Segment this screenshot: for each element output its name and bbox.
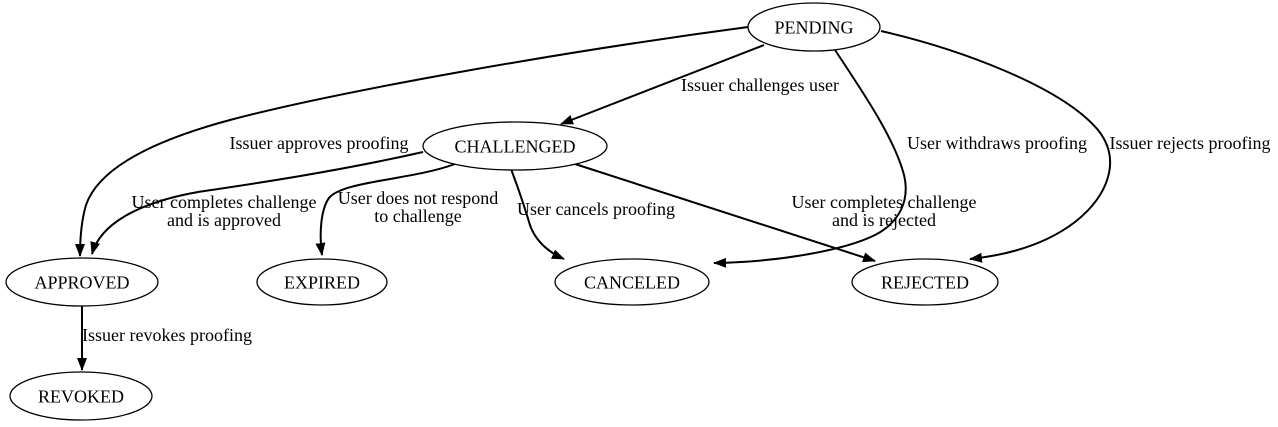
state-ellipse-expired [256,258,388,306]
edge-label-challenged-expired: User does not respond [338,188,498,208]
nodes-layer: PENDING CHALLENGED APPROVED EXPIRED CANCELED… [5,2,999,421]
state-ellipse-challenged [422,121,608,171]
state-label-revoked: REVOKED [38,387,124,407]
state-node-approved: APPROVED [5,257,159,307]
edge-pending-approved [75,26,749,257]
edge-pending-rejected [880,30,1112,263]
state-label-approved: APPROVED [34,273,129,293]
state-label-challenged: CHALLENGED [455,137,576,157]
edge-label-pending-rejected: Issuer rejects proofing [1110,133,1271,153]
state-node-expired: EXPIRED [256,258,388,306]
state-label-rejected: REJECTED [881,273,969,293]
edge-challenged-rejected [574,163,876,263]
state-ellipse-pending [747,2,881,52]
state-label-pending: PENDING [775,18,854,38]
state-ellipse-rejected [851,258,999,306]
edge-challenged-canceled [510,168,565,260]
edge-label-pending-approved: Issuer approves proofing [230,133,409,153]
edge-challenged-approved [90,151,424,255]
state-ellipse-canceled [554,258,710,306]
edge-label-pending-challenged: Issuer challenges user [681,75,839,95]
edge-pending-challenged [560,44,765,125]
edge-label-challenged-canceled: User cancels proofing [517,199,675,219]
state-node-revoked: REVOKED [9,371,153,421]
edge-label-challenged-expired: to challenge [374,206,461,226]
state-node-canceled: CANCELED [554,258,710,306]
edge-challenged-expired [315,163,456,256]
state-ellipse-revoked [9,371,153,421]
state-label-canceled: CANCELED [584,273,680,293]
edge-label-approved-revoked: Issuer revokes proofing [82,325,252,345]
edge-label-challenged-rejected: User completes challenge [792,192,977,212]
edge-label-challenged-rejected: and is rejected [832,210,936,230]
state-ellipse-approved [5,257,159,307]
edges-layer [75,26,1112,371]
state-node-challenged: CHALLENGED [422,121,608,171]
edge-label-pending-canceled: User withdraws proofing [907,133,1087,153]
state-node-pending: PENDING [747,2,881,52]
edge-pending-canceled [713,49,907,268]
state-node-rejected: REJECTED [851,258,999,306]
state-label-expired: EXPIRED [284,273,360,293]
edge-label-challenged-approved: and is approved [167,210,281,230]
